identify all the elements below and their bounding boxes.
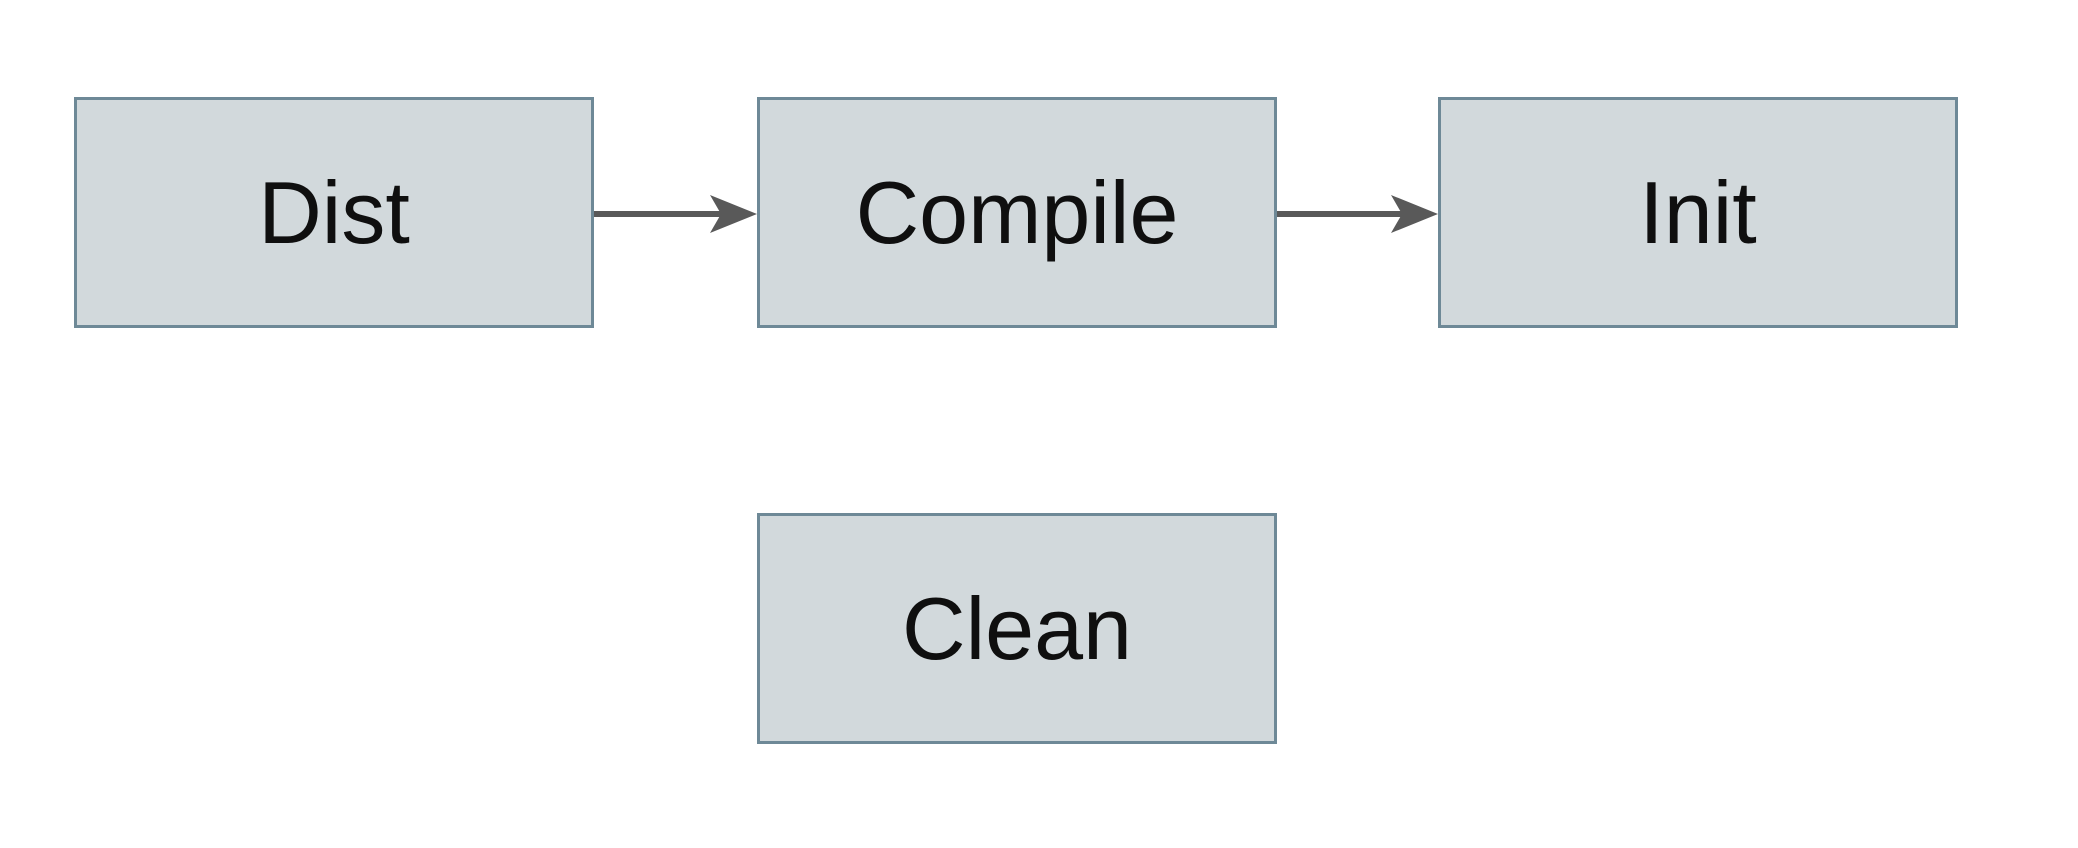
node-init: Init	[1438, 97, 1958, 328]
node-dist: Dist	[74, 97, 594, 328]
node-clean: Clean	[757, 513, 1277, 744]
arrow-compile-to-init	[1277, 195, 1438, 233]
arrowhead-icon	[1391, 195, 1438, 233]
node-dist-label: Dist	[258, 162, 410, 262]
node-compile: Compile	[757, 97, 1277, 328]
node-compile-label: Compile	[855, 162, 1179, 262]
node-clean-label: Clean	[902, 578, 1132, 678]
arrowhead-icon	[710, 195, 757, 233]
node-init-label: Init	[1639, 162, 1757, 262]
arrow-dist-to-compile	[594, 195, 757, 233]
